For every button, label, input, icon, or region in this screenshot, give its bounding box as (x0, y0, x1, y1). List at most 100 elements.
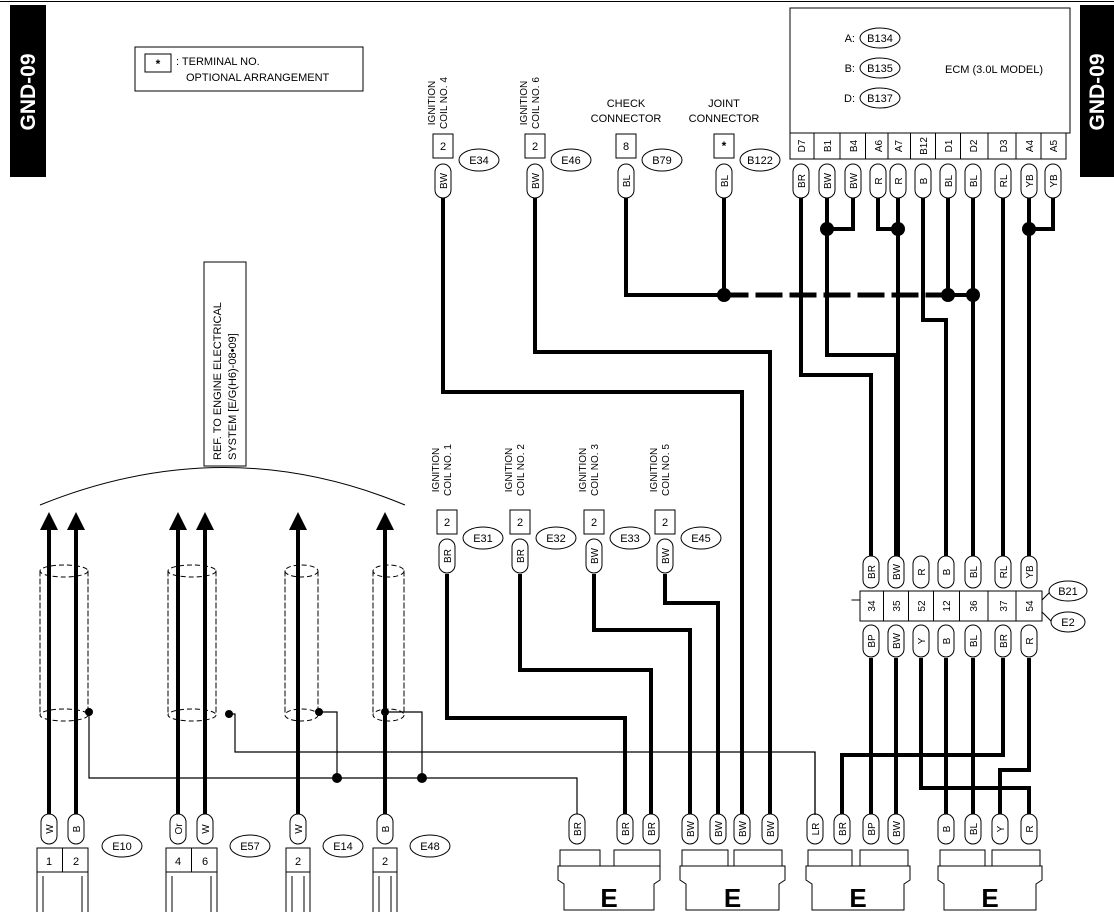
ecm-pin-B1: B1 (823, 139, 834, 152)
mid-comp-conn-E31-text: E31 (473, 533, 493, 545)
legend-line-1: : TERMINAL NO. (176, 56, 260, 68)
e2-wire-1 (887, 624, 905, 658)
ground-block-body (679, 865, 786, 911)
top-comp-pin: 8 (623, 141, 629, 153)
bottom-connector-pins (372, 847, 398, 873)
ground-wire-3-0-text: B (942, 825, 953, 832)
wire-coil2-br (518, 574, 653, 815)
shield-top (372, 564, 405, 578)
b21-wire-3 (937, 555, 955, 589)
b21-wire-6 (1020, 555, 1038, 589)
ecm-connector-id-text: B137 (867, 93, 893, 105)
wire-shield-e14 (319, 711, 338, 778)
arrow-up-icon (289, 512, 307, 530)
wire-coil4-bw (441, 198, 744, 815)
junction-e14 (332, 773, 342, 783)
mid-comp-wire-2 (585, 538, 603, 574)
ecm-connector-prefix: B: (845, 63, 855, 75)
bottom-connector-body (372, 872, 398, 912)
ground-wire-3-1 (964, 813, 982, 845)
top-comp-conn-E34 (458, 148, 500, 172)
connector-E10-text: E10 (112, 841, 132, 853)
e2-wire-4 (964, 624, 982, 658)
mid-comp-pin-box (654, 509, 676, 535)
mid-comp-pin: 2 (517, 517, 523, 529)
ecm-connector-prefix: D: (844, 93, 855, 105)
top-comp-pin: 2 (440, 141, 446, 153)
mid-comp-wire-1-text: BR (516, 549, 527, 563)
arrow-up-icon (67, 512, 85, 530)
ecm-pin-D3: D3 (999, 139, 1010, 152)
b21-pin-36: 36 (969, 600, 980, 612)
ecm-wire-4-text: R (894, 177, 905, 184)
e2-wire-6-text: R (1025, 637, 1036, 644)
mid-comp-wire-2-text: BW (590, 547, 601, 564)
top-comp-pin-box (615, 133, 637, 159)
bottom-wire-1-1-text: W (201, 824, 212, 834)
page-code-tab-right: GND-09 (1080, 5, 1114, 177)
bottom-wire-2-0 (289, 813, 307, 845)
e2-wire-1-text: BW (892, 632, 903, 649)
ground-tab (807, 849, 853, 867)
b21-wire-3-text: B (942, 568, 953, 575)
ground-wire-1-3-text: BW (766, 820, 777, 837)
wire-shield-e57 (229, 713, 816, 815)
connector-E14 (322, 834, 364, 858)
ground-block-body (557, 865, 661, 911)
wire-shield-e10 (88, 712, 578, 815)
wire-coil6-bw (533, 198, 772, 815)
ground-wire-0-0 (568, 813, 586, 845)
bottom-wire-3-0-text: B (381, 825, 392, 832)
top-comp-wire-3-text: BL (720, 174, 731, 187)
wire-b4-bw (827, 198, 855, 231)
ecm-pin-D1: D1 (944, 139, 955, 152)
ecm-wire-3-text: R (874, 177, 885, 184)
b21-wire-4 (964, 555, 982, 589)
bottom-wire-0-0-text: W (45, 824, 56, 834)
page-code-tab-left: GND-09 (10, 5, 46, 177)
top-comp-wire-2 (617, 163, 635, 199)
ground-label-e: E (600, 883, 617, 913)
shield-top (284, 564, 319, 578)
bottom-wire-1-0 (169, 813, 187, 845)
b21-wire-2 (912, 555, 930, 589)
arrow-up-icon (169, 512, 187, 530)
reference-arc (39, 467, 406, 506)
wire-check-bl (624, 198, 724, 297)
shield-bottom (284, 708, 319, 722)
b21-wire-1 (887, 555, 905, 589)
mid-comp-wire-3-text: BW (661, 547, 672, 564)
top-comp-pin-box (432, 133, 454, 159)
top-comp-wire-1-text: BW (531, 172, 542, 189)
bottom-connector-body (36, 872, 89, 912)
page-code-left: GND-09 (17, 53, 40, 130)
ground-wire-2-1 (833, 813, 851, 845)
mid-comp-pin-box (583, 509, 605, 535)
b21-wire-1-text: BW (892, 563, 903, 580)
e2-wire-0-text: BP (867, 634, 878, 648)
wire-coil1-br (445, 574, 627, 815)
mid-comp-pin: 2 (662, 517, 668, 529)
top-comp-label-2: COIL NO. 6 (531, 77, 542, 129)
reference-line-2: SYSTEM [E/G(H6)-08•09] (227, 333, 239, 460)
b21-wire-0-text: BR (867, 565, 878, 579)
ground-wire-1-0 (681, 813, 699, 845)
ground-wire-0-1-text: BR (621, 822, 632, 836)
junction-e48 (417, 773, 427, 783)
junction-b1-b4 (820, 222, 834, 236)
arrow-up-icon (376, 512, 394, 530)
connector-b21 (1048, 580, 1088, 602)
wire-shield-e48 (385, 711, 423, 778)
ground-wire-1-2 (733, 813, 751, 845)
top-comp-title-2: CONNECTOR (591, 113, 662, 125)
ecm-pin-A5: A5 (1049, 139, 1060, 152)
ground-block-body (937, 865, 1043, 911)
ground-wire-3-1-text: BL (969, 822, 980, 835)
mid-comp-wire-1 (511, 538, 529, 574)
mid-comp-conn-E45 (680, 526, 722, 550)
junction-a4-a5 (1022, 222, 1036, 236)
b21-e2-pin-row (859, 590, 1043, 622)
reference-line-1: REF. TO ENGINE ELECTRICAL (212, 302, 224, 460)
mid-comp-label-2: COIL NO. 3 (590, 444, 601, 496)
arrow-up-icon (196, 512, 214, 530)
